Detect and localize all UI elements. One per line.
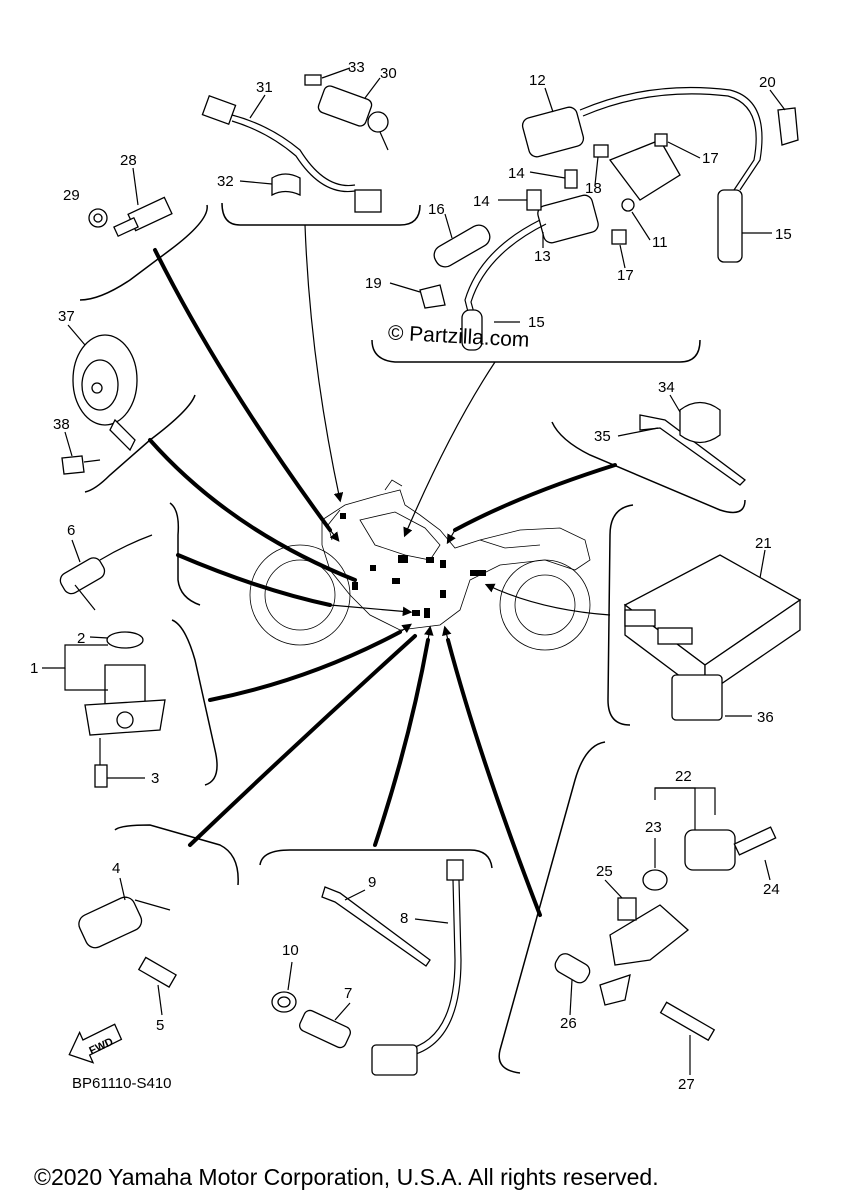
callout-36: 36 — [757, 709, 774, 726]
callout-23: 23 — [645, 819, 662, 836]
callout-4: 4 — [112, 860, 120, 877]
part-4-5-switch — [78, 896, 177, 988]
part-1-3-sensor — [84, 631, 166, 788]
callout-6: 6 — [67, 522, 75, 539]
callout-15-a: 15 — [775, 226, 792, 243]
callout-7: 7 — [344, 985, 352, 1002]
callout-18: 18 — [585, 180, 602, 197]
part-21-36-ecu — [623, 554, 802, 721]
leader-lines — [42, 67, 786, 1075]
callout-33: 33 — [348, 59, 365, 76]
callout-24: 24 — [763, 881, 780, 898]
callout-37: 37 — [58, 308, 75, 325]
callout-35: 35 — [594, 428, 611, 445]
group-brackets — [79, 202, 746, 1074]
part-28-29-sensor — [88, 196, 173, 238]
part-15-16-19-plug-caps — [419, 107, 799, 351]
fwd-arrow-icon: FWD — [68, 1023, 123, 1064]
callout-3: 3 — [151, 770, 159, 787]
callout-17-a: 17 — [702, 150, 719, 167]
callout-14-b: 14 — [473, 193, 490, 210]
callout-32: 32 — [217, 173, 234, 190]
callout-14-a: 14 — [508, 165, 525, 182]
callout-28: 28 — [120, 152, 137, 169]
callout-17-b: 17 — [617, 267, 634, 284]
callout-22: 22 — [675, 768, 692, 785]
callout-5: 5 — [156, 1017, 164, 1034]
callout-29: 29 — [63, 187, 80, 204]
callout-25: 25 — [596, 863, 613, 880]
callout-16: 16 — [428, 201, 445, 218]
part-12-13-ignition-coils — [521, 86, 763, 263]
callout-30: 30 — [380, 65, 397, 82]
copyright-notice: ©2020 Yamaha Motor Corporation, U.S.A. A… — [34, 1164, 659, 1190]
callout-8: 8 — [400, 910, 408, 927]
diagram-code: BP61110-S410 — [72, 1075, 172, 1092]
callout-27: 27 — [678, 1076, 695, 1093]
callout-10: 10 — [282, 942, 299, 959]
callout-31: 31 — [256, 79, 273, 96]
part-31-32-harness — [201, 94, 382, 213]
part-22-27-sensor-assembly — [554, 826, 777, 1042]
callout-15-b: 15 — [528, 314, 545, 331]
callout-2: 2 — [77, 630, 85, 647]
callout-26: 26 — [560, 1015, 577, 1032]
callout-13: 13 — [534, 248, 551, 265]
part-37-38-horn — [61, 334, 138, 475]
callout-12: 12 — [529, 72, 546, 89]
callout-19: 19 — [365, 275, 382, 292]
callout-38: 38 — [53, 416, 70, 433]
part-7-10-sensor — [271, 991, 351, 1049]
callout-9: 9 — [368, 874, 376, 891]
watermark: © Partzilla.com — [387, 321, 530, 351]
part-34-35-clamp — [639, 401, 746, 486]
callout-34: 34 — [658, 379, 675, 396]
connection-lines — [148, 224, 617, 917]
motorcycle-silhouette — [249, 479, 591, 651]
callout-21: 21 — [755, 535, 772, 552]
callout-1: 1 — [30, 660, 38, 677]
callout-11: 11 — [652, 234, 668, 251]
part-6-switch — [59, 534, 153, 611]
callout-20: 20 — [759, 74, 776, 91]
part-30-33-sensor — [304, 74, 389, 151]
part-8-9-lead — [321, 859, 464, 1076]
